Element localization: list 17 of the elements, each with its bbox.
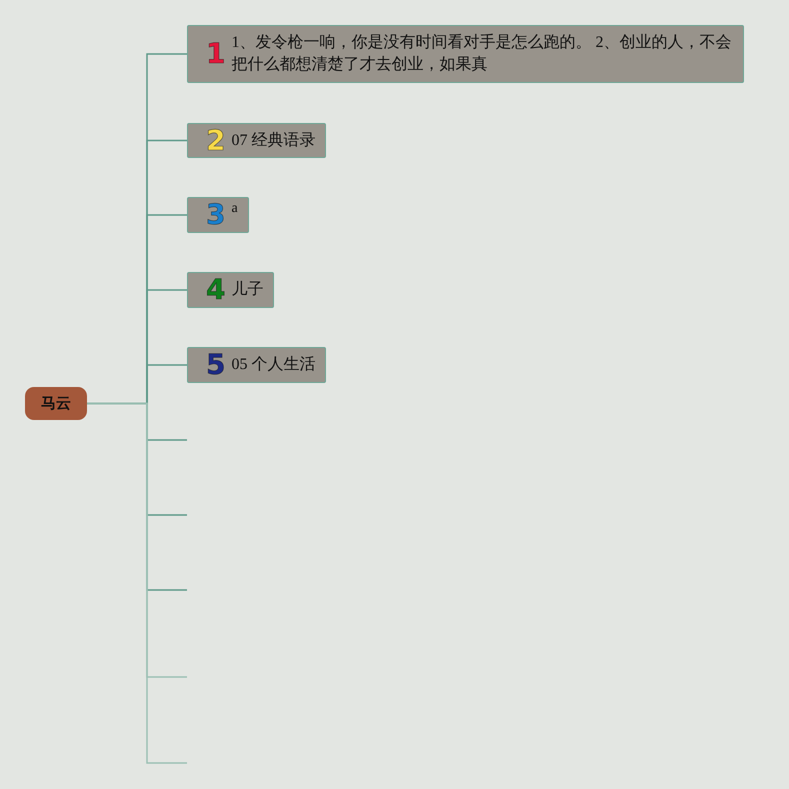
topic-text: 05 个人生活 [231, 354, 316, 375]
topic-box [187, 197, 249, 233]
topic-text: 1、发令枪一响，你是没有时间看对手是怎么跑的。 2、创业的人，不会把什么都想清楚了才去创业，如果真 [231, 32, 732, 75]
number-marker: 5 [206, 351, 226, 379]
number-marker: 3 [206, 201, 226, 229]
topic-box [187, 25, 744, 83]
root-topic: 马云 [25, 387, 87, 420]
number-marker: 4 [206, 276, 226, 304]
topic-box [187, 347, 326, 383]
number-marker: 2 [206, 126, 226, 154]
number-marker: 1 [206, 40, 226, 68]
topic-text: 07 经典语录 [231, 130, 316, 150]
topic-box [187, 272, 274, 308]
connector-line [87, 402, 187, 764]
topic-text: a [231, 200, 238, 218]
topic-box [187, 123, 326, 158]
topic-text: 儿子 [231, 280, 264, 300]
